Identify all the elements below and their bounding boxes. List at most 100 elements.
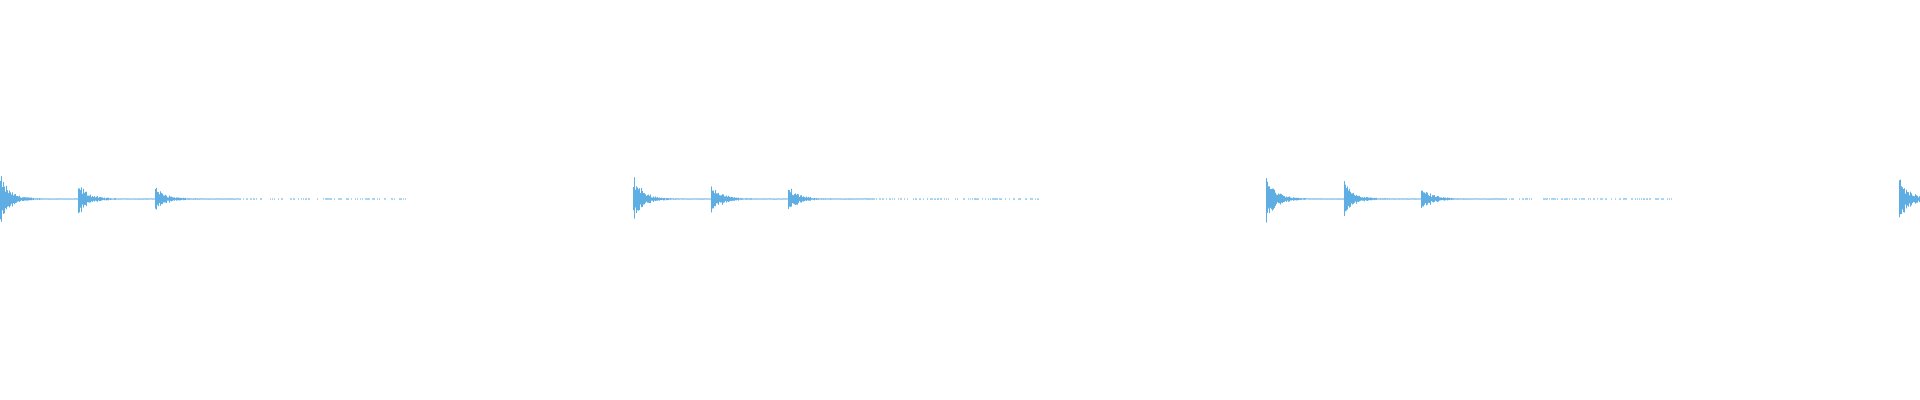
waveform-sample <box>96 196 97 202</box>
waveform-sample <box>1463 198 1464 200</box>
waveform-sample <box>95 197 96 201</box>
waveform-sample <box>1312 198 1313 200</box>
waveform-sample <box>1374 197 1375 201</box>
waveform-sample <box>1576 198 1577 200</box>
waveform-sample <box>128 198 129 200</box>
waveform-sample <box>641 188 642 208</box>
waveform-sample <box>920 198 921 200</box>
waveform-sample <box>135 198 136 200</box>
waveform-sample <box>43 198 44 200</box>
waveform-sample <box>1357 195 1358 202</box>
waveform-sample <box>70 198 71 200</box>
waveform-sample <box>662 198 663 200</box>
waveform-sample <box>341 198 342 200</box>
waveform-sample <box>841 198 842 200</box>
waveform-sample <box>347 198 348 200</box>
waveform-sample <box>963 198 964 200</box>
waveform-sample <box>864 198 865 200</box>
waveform-sample <box>1581 198 1582 200</box>
waveform-sample <box>147 198 148 200</box>
waveform-sample <box>391 198 392 200</box>
waveform-sample <box>685 198 686 200</box>
waveform-sample <box>1420 198 1421 200</box>
waveform-sample <box>212 198 213 200</box>
waveform-sample <box>1915 194 1916 204</box>
waveform-sample <box>1020 198 1021 200</box>
waveform-sample <box>1289 196 1290 202</box>
waveform-sample <box>681 198 682 200</box>
waveform-sample <box>253 198 254 200</box>
waveform-sample <box>1417 198 1418 200</box>
waveform-sample <box>696 198 697 200</box>
waveform-sample <box>1426 192 1427 206</box>
waveform-sample <box>764 198 765 200</box>
waveform-sample <box>1903 189 1904 213</box>
waveform-sample <box>1343 198 1344 200</box>
waveform-sample <box>972 198 973 200</box>
waveform-sample <box>1547 198 1548 200</box>
waveform-sample <box>340 198 341 200</box>
waveform-sample <box>808 196 809 201</box>
waveform-sample <box>1543 198 1544 200</box>
waveform-sample <box>644 193 645 205</box>
waveform-sample <box>111 198 112 200</box>
waveform-sample <box>7 190 8 207</box>
waveform-sample <box>1282 195 1283 204</box>
waveform-sample <box>205 198 206 200</box>
waveform-sample <box>1402 198 1403 200</box>
waveform-sample <box>997 198 998 200</box>
waveform-sample <box>702 198 703 200</box>
waveform-sample <box>1482 198 1483 200</box>
waveform-sample <box>718 192 719 205</box>
waveform-sample <box>799 196 800 202</box>
waveform-sample <box>886 198 887 200</box>
waveform-sample <box>656 197 657 201</box>
waveform-sample <box>32 198 33 200</box>
waveform-sample <box>1306 198 1307 200</box>
waveform-sample <box>741 198 742 200</box>
waveform-sample <box>1904 188 1905 213</box>
waveform-sample <box>1403 198 1404 200</box>
waveform-sample <box>154 198 155 200</box>
waveform-sample <box>1381 198 1382 200</box>
waveform-sample <box>765 198 766 200</box>
waveform-sample <box>870 198 871 200</box>
waveform-sample <box>1567 198 1568 200</box>
waveform-sample <box>782 198 783 200</box>
waveform-sample <box>4 186 5 214</box>
waveform-sample <box>709 198 710 200</box>
waveform-sample <box>369 198 370 200</box>
waveform-sample <box>739 198 740 200</box>
waveform-sample <box>121 198 122 200</box>
waveform-sample <box>1457 198 1458 200</box>
waveform-sample <box>898 198 899 200</box>
waveform-sample <box>842 198 843 200</box>
waveform-sample <box>1483 198 1484 200</box>
waveform-sample <box>637 187 638 211</box>
waveform-sample <box>1266 178 1267 223</box>
waveform-sample <box>1431 197 1432 202</box>
waveform-sample <box>916 198 917 200</box>
waveform-sample <box>261 198 262 200</box>
waveform-sample <box>1331 198 1332 200</box>
waveform-sample <box>317 198 318 200</box>
waveform-sample <box>1646 198 1647 200</box>
waveform-sample <box>796 194 797 205</box>
waveform-sample <box>1484 198 1485 200</box>
waveform-sample <box>635 189 636 208</box>
waveform-sample <box>178 197 179 201</box>
waveform-sample <box>713 190 714 209</box>
waveform-sample <box>177 197 178 201</box>
waveform-sample <box>754 198 755 200</box>
waveform-sample <box>689 198 690 200</box>
waveform-sample <box>163 195 164 203</box>
waveform-sample <box>30 197 31 201</box>
waveform-sample <box>1526 198 1527 200</box>
waveform-sample <box>1360 197 1361 201</box>
waveform-sample <box>21 197 22 201</box>
waveform-sample <box>1643 198 1644 200</box>
waveform-sample <box>1297 197 1298 201</box>
waveform-sample <box>1899 180 1900 218</box>
